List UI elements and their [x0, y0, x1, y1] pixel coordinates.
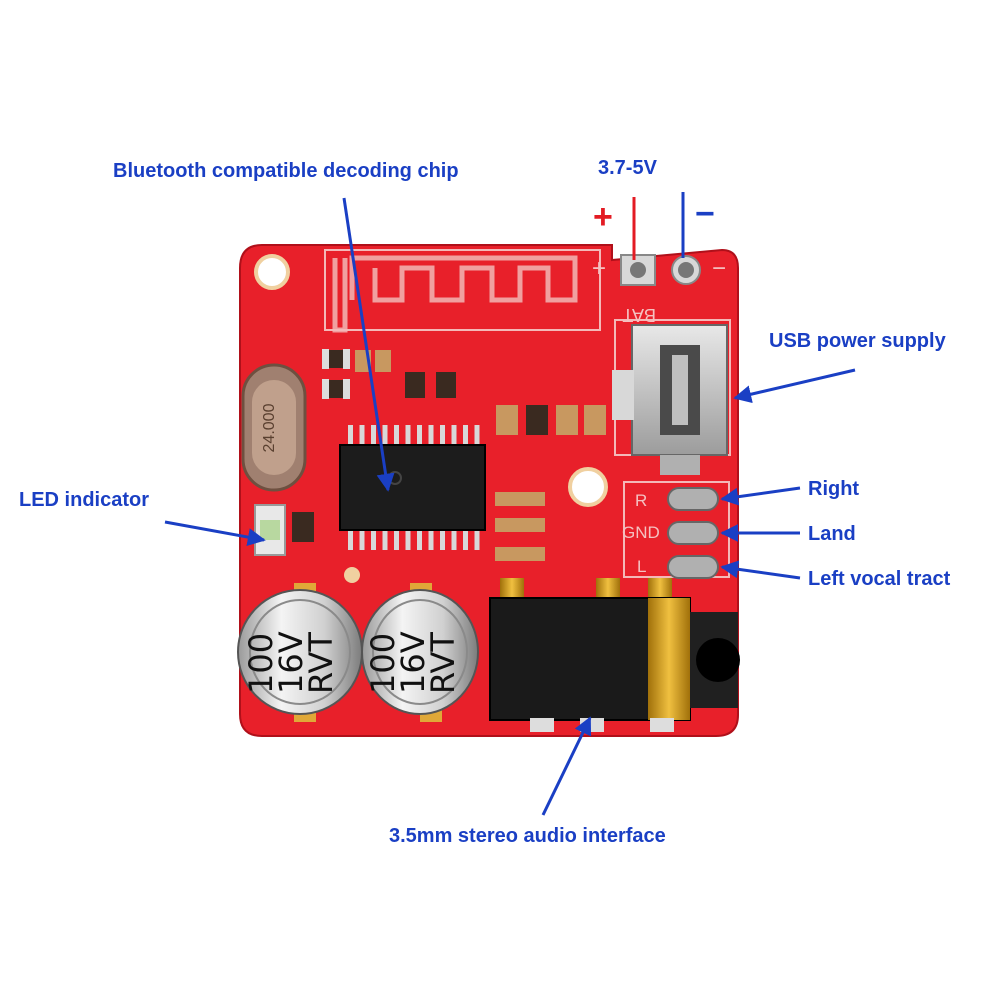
silk-minus-label: − [712, 255, 726, 282]
chip-pin [451, 528, 457, 550]
crystal-label: 24.000 [261, 403, 278, 452]
chip-pin [348, 528, 353, 550]
chip-pin [440, 425, 445, 447]
label-led: LED indicator [19, 489, 150, 511]
label-usb-power: USB power supply [769, 330, 946, 352]
polarity-lines [632, 192, 685, 260]
cap2-line2: 16V [394, 631, 432, 694]
chip-pin [417, 528, 422, 550]
chip-pin [428, 528, 434, 550]
chip-pin [463, 528, 468, 550]
label-decoding-chip: Bluetooth compatible decoding chip [113, 160, 459, 182]
pin-r-label: R [635, 491, 647, 510]
silk-plus-label: + [592, 255, 606, 282]
cap1-line3: RVT [302, 632, 340, 694]
silk-bat-label: BAT [622, 305, 656, 325]
label-audio-jack: 3.5mm stereo audio interface [389, 825, 666, 847]
arrow-right [720, 486, 801, 506]
chip-pin [451, 425, 457, 447]
mounting-hole [254, 254, 290, 290]
label-land: Land [808, 523, 856, 545]
audio-jack [489, 578, 740, 732]
callout-arrows [164, 197, 856, 816]
chip-pin [405, 425, 411, 447]
output-pads [667, 487, 719, 579]
chip-pin [359, 528, 365, 550]
arrow-usb [733, 368, 856, 404]
chip-pin [474, 528, 480, 550]
battery-pads [620, 254, 701, 286]
cap2-line1: 100 [364, 633, 402, 694]
capacitor-1: 100 16V RVT [237, 583, 363, 722]
chip-pin [440, 528, 445, 550]
chip-pin [359, 425, 365, 447]
chip-pin [371, 528, 376, 550]
chip-pin [474, 425, 480, 447]
decoding-chip [339, 425, 486, 550]
usb-connector [612, 324, 728, 475]
chip-pin [463, 425, 468, 447]
chip-pin [382, 528, 388, 550]
chip-pin [348, 425, 353, 447]
pin-l-label: L [637, 557, 646, 576]
cap1-line1: 100 [242, 633, 280, 694]
smd-components [292, 349, 606, 583]
pin-gnd-label: GND [622, 523, 660, 542]
chip-pin [394, 425, 399, 447]
label-left-vocal: Left vocal tract [808, 568, 951, 590]
minus-sign: − [695, 195, 715, 233]
chip-pin [394, 528, 399, 550]
arrow-chip [342, 197, 395, 492]
cap1-line2: 16V [272, 631, 310, 694]
plus-sign: + [593, 198, 613, 236]
arrow-led [164, 520, 266, 546]
mounting-hole-center [568, 467, 608, 507]
chip-pin [428, 425, 434, 447]
chip-pin [371, 425, 376, 447]
chip-pin [405, 528, 411, 550]
cap2-line3: RVT [424, 632, 462, 694]
crystal-oscillator: 24.000 [241, 363, 307, 492]
capacitor-2: 100 16V RVT [361, 583, 479, 722]
arrow-jack [541, 716, 592, 816]
led-indicator [254, 504, 286, 556]
arrow-left [720, 560, 801, 580]
chip-pin [382, 425, 388, 447]
label-right: Right [808, 478, 860, 500]
label-voltage: 3.7-5V [598, 157, 657, 179]
chip-pin [417, 425, 422, 447]
